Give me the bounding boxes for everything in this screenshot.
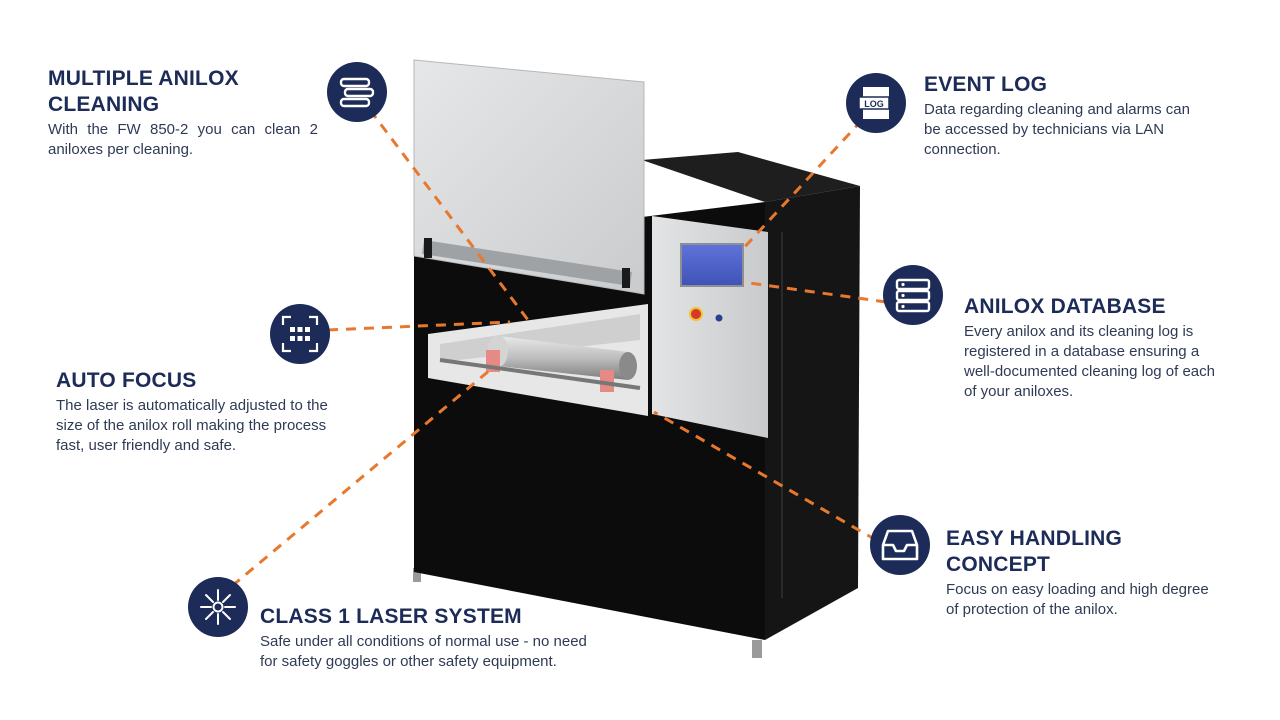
feature-description: With the FW 850-2 you can clean 2 anilox…	[48, 121, 318, 158]
feature-title: ANILOX DATABASE	[964, 295, 1166, 318]
feature-description: Every anilox and its cleaning log is reg…	[964, 323, 1215, 400]
feature-title: EVENT LOG	[924, 73, 1048, 96]
leader-line-multiple-anilox	[368, 109, 530, 321]
log-document-icon: LOG	[846, 73, 906, 133]
feature-class-1-laser-system: CLASS 1 LASER SYSTEM Safe under all cond…	[260, 604, 590, 672]
feature-anilox-database: ANILOX DATABASE Every anilox and its cle…	[964, 294, 1224, 402]
feature-event-log: EVENT LOG Data regarding cleaning and al…	[924, 72, 1204, 160]
leader-line-laser-system	[231, 368, 491, 588]
feature-description: Safe under all conditions of normal use …	[260, 633, 587, 670]
touch-screen	[680, 243, 744, 287]
machine-foot	[413, 568, 421, 582]
machine-lid	[413, 59, 645, 295]
stacked-rolls-icon	[327, 62, 387, 122]
lid-handle-grip	[622, 268, 630, 288]
leader-line-auto-focus	[327, 320, 511, 332]
leader-line-anilox-database	[741, 280, 887, 304]
machine-top	[642, 152, 860, 202]
roll-holder	[600, 370, 614, 392]
feature-description: Focus on easy loading and high degree of…	[946, 581, 1209, 618]
feature-description: Data regarding cleaning and alarms can b…	[924, 101, 1190, 158]
log-icon-text: LOG	[864, 99, 884, 109]
roll-shaft	[439, 358, 641, 390]
emergency-stop-button	[689, 307, 703, 321]
database-server-icon	[883, 265, 943, 325]
feature-easy-handling-concept: EASY HANDLING CONCEPT Focus on easy load…	[946, 526, 1216, 620]
machine-side	[765, 186, 860, 640]
leader-line-easy-handling	[653, 410, 877, 542]
callout-lines	[231, 109, 887, 588]
feature-title: AUTO FOCUS	[56, 369, 197, 392]
leader-line-event-log	[738, 118, 864, 254]
feature-auto-focus: AUTO FOCUS The laser is automatically ad…	[56, 368, 336, 456]
feature-multiple-anilox-cleaning: MULTIPLE ANILOX CLEANING With the FW 850…	[48, 66, 318, 160]
feature-title: CLASS 1 LASER SYSTEM	[260, 605, 522, 628]
lid-handle	[422, 240, 632, 286]
machine-foot	[752, 640, 762, 658]
key-switch	[715, 314, 723, 322]
lid-handle-grip	[424, 238, 432, 258]
laser-burst-icon	[188, 577, 248, 637]
laser-cleaning-machine	[413, 59, 860, 658]
feature-description: The laser is automatically adjusted to t…	[56, 397, 328, 454]
feature-title: MULTIPLE ANILOX CLEANING	[48, 67, 239, 116]
feature-title: EASY HANDLING CONCEPT	[946, 527, 1123, 576]
focus-frame-icon	[270, 304, 330, 364]
inbox-tray-icon	[870, 515, 930, 575]
